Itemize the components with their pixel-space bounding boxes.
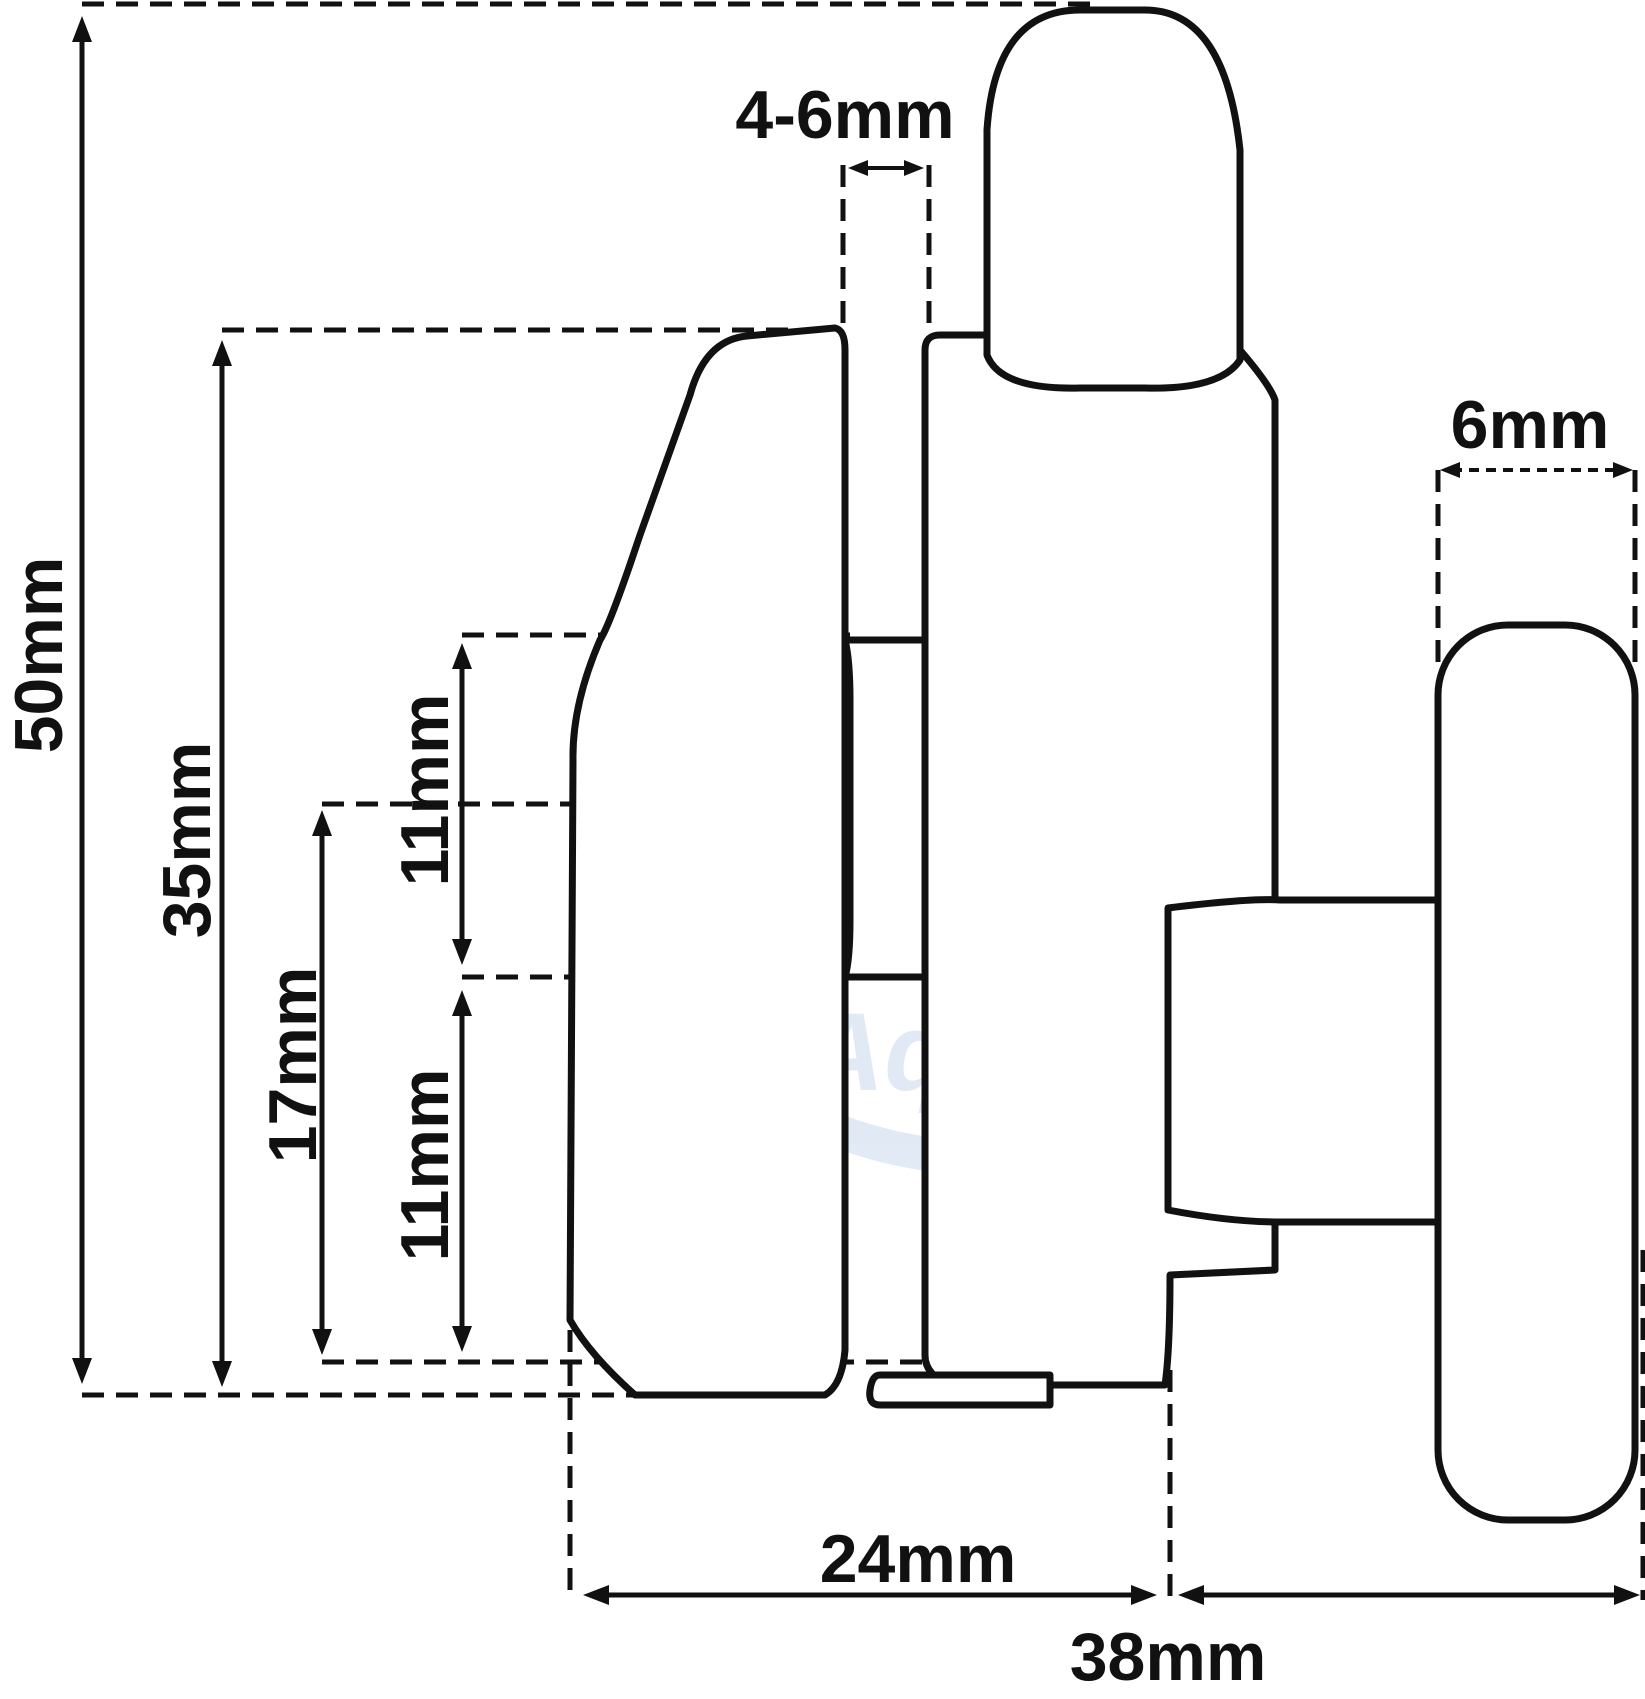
connector-tab [841,636,929,981]
dimension-arrows [72,16,1640,1605]
hinge-parts [566,6,1639,1524]
bottom-lip [866,1371,1054,1409]
dim-label-upper-11mm: 11mm [387,694,463,887]
top-pin [983,6,1244,392]
wheel [1434,621,1639,1524]
dim-label-38mm: 38mm [1070,1619,1267,1695]
dim-label-35mm: 35mm [149,742,225,939]
dim-label-17mm: 17mm [255,967,331,1164]
axle [1164,896,1444,1226]
dim-label-4-6mm: 4-6mm [735,77,954,153]
dim-label-50mm: 50mm [1,557,77,754]
dim-label-6mm: 6mm [1451,387,1610,463]
left-plate [566,324,849,1399]
dim-label-24mm: 24mm [820,1521,1017,1597]
small-dimension-arrows [848,160,1633,478]
dimension-labels: 50mm 35mm 17mm 11mm 11mm 4-6mm 6mm 24mm … [1,77,1609,1695]
middle-body [921,331,1279,1389]
dim-label-lower-11mm: 11mm [387,1069,463,1262]
